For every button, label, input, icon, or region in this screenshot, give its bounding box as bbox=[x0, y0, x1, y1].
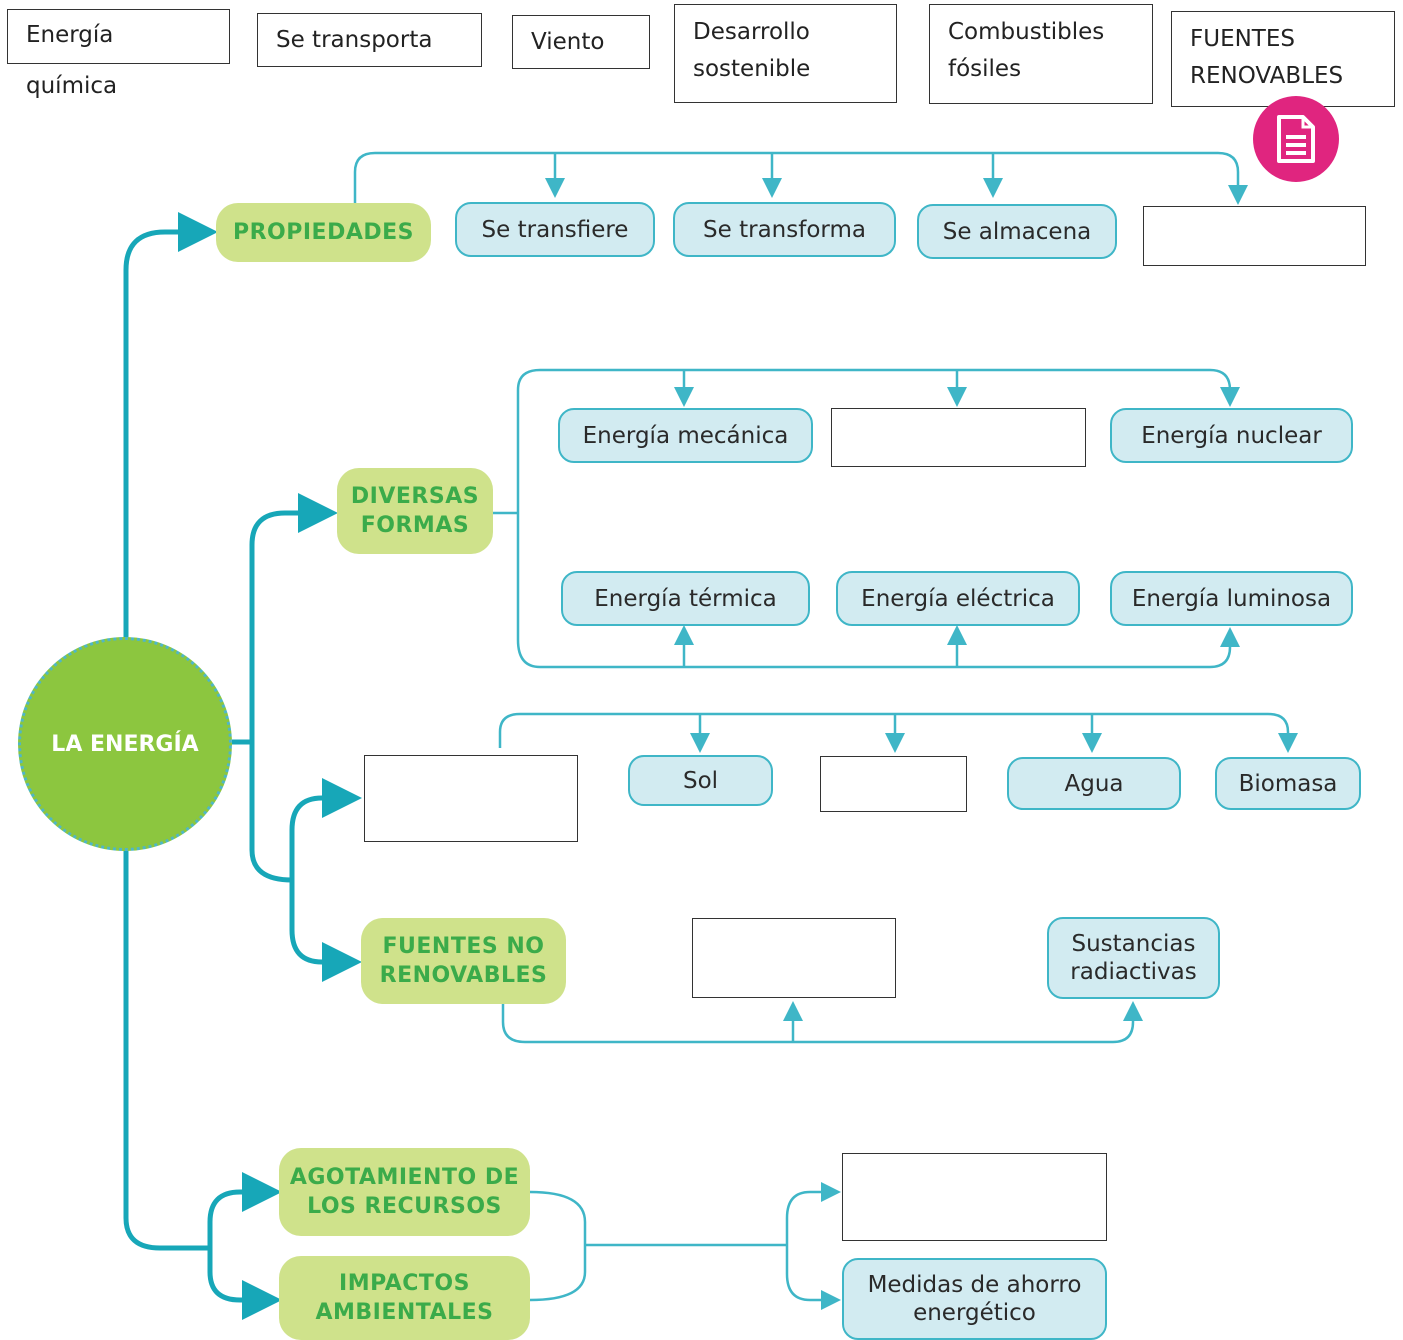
category-propiedades: PROPIEDADES bbox=[216, 203, 431, 262]
forma-node: Energía térmica bbox=[561, 571, 810, 626]
document-icon[interactable] bbox=[1253, 96, 1339, 182]
word-bank-item[interactable]: Viento bbox=[512, 15, 650, 69]
forma-node: Energía eléctrica bbox=[836, 571, 1080, 626]
medidas-node: Medidas de ahorro energético bbox=[842, 1258, 1107, 1340]
word-bank-item[interactable]: Desarrollo sostenible bbox=[674, 4, 897, 103]
category-diversas-formas: DIVERSAS FORMAS bbox=[337, 468, 493, 554]
category-impactos: IMPACTOS AMBIENTALES bbox=[279, 1256, 530, 1340]
forma-node: Energía luminosa bbox=[1110, 571, 1353, 626]
renovable-node: Sol bbox=[628, 755, 773, 806]
word-bank-item[interactable]: FUENTES RENOVABLES bbox=[1171, 11, 1395, 107]
renovable-node: Agua bbox=[1007, 757, 1181, 810]
renovable-node: Biomasa bbox=[1215, 757, 1361, 810]
word-bank-item[interactable]: Energía química bbox=[7, 9, 230, 99]
category-fuentes-no-renovables: FUENTES NO RENOVABLES bbox=[361, 918, 566, 1004]
forma-node: Energía nuclear bbox=[1110, 408, 1353, 463]
blank-answer-box[interactable] bbox=[1143, 206, 1366, 266]
propiedad-node: Se transfiere bbox=[455, 202, 655, 257]
propiedad-node: Se transforma bbox=[673, 202, 896, 257]
document-icon-glyph bbox=[1277, 115, 1315, 163]
word-bank-item[interactable]: Se transporta bbox=[257, 13, 482, 67]
blank-answer-box[interactable] bbox=[842, 1153, 1107, 1241]
blank-answer-box[interactable] bbox=[364, 755, 578, 842]
center-node: LA ENERGÍA bbox=[18, 637, 232, 851]
center-label: LA ENERGÍA bbox=[51, 731, 199, 757]
blank-answer-box[interactable] bbox=[820, 756, 967, 812]
no-renovable-node: Sustancias radiactivas bbox=[1047, 917, 1220, 999]
word-bank-item[interactable]: Combustibles fósiles bbox=[929, 4, 1153, 104]
propiedad-node: Se almacena bbox=[917, 204, 1117, 259]
blank-answer-box[interactable] bbox=[692, 918, 896, 998]
forma-node: Energía mecánica bbox=[558, 408, 813, 463]
blank-answer-box[interactable] bbox=[831, 408, 1086, 467]
category-agotamiento: AGOTAMIENTO DE LOS RECURSOS bbox=[279, 1148, 530, 1236]
